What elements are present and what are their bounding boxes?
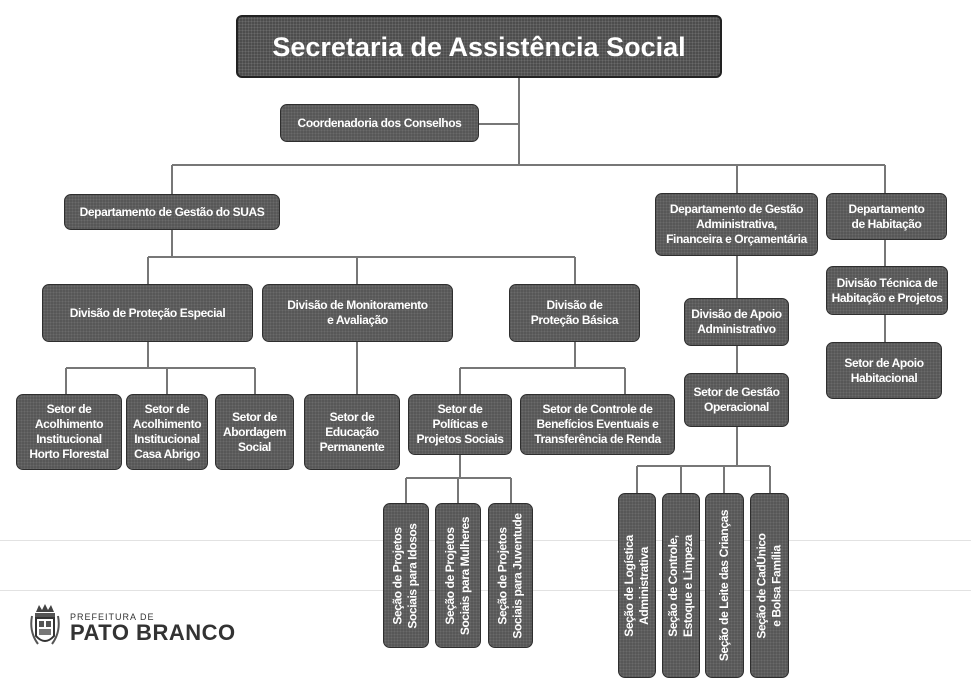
- connector: [405, 455, 512, 503]
- divisao-tecnica-habitacao-box: Divisão Técnica de Habitação e Projetos: [826, 266, 948, 315]
- secao-leite-box: Seção de Leite das Crianças: [705, 493, 744, 678]
- coat-of-arms-icon: [30, 604, 60, 645]
- secao-controle-box: Seção de Controle, Estoque e Limpeza: [662, 493, 700, 678]
- secao-label: Seção de Leite das Crianças: [717, 509, 731, 662]
- secao-cadunico-box: Seção de CadÚnico e Bolsa Família: [750, 493, 789, 678]
- setor-politicas-box: Setor de Políticas e Projetos Sociais: [408, 394, 512, 455]
- scan-artifact: [0, 590, 971, 591]
- departamento-suas-box: Departamento de Gestão do SUAS: [64, 194, 280, 230]
- setor-acolhimento-horto-box: Setor de Acolhimento Institucional Horto…: [16, 394, 122, 470]
- secretaria-box: Secretaria de Assistência Social: [236, 15, 722, 78]
- coordenadoria-box: Coordenadoria dos Conselhos: [280, 104, 479, 142]
- prefeitura-logo: PREFEITURA DE PATO BRANCO: [28, 602, 236, 654]
- logo-line2: PATO BRANCO: [70, 620, 236, 645]
- secao-label: Seção de Logística Administrativa: [622, 534, 652, 637]
- setor-beneficios-box: Setor de Controle de Benefícios Eventuai…: [520, 394, 675, 455]
- connector: [636, 256, 771, 493]
- setor-apoio-habitacional-box: Setor de Apoio Habitacional: [826, 342, 942, 399]
- secao-juventude-box: Seção de Projetos Sociais para Juventude: [488, 503, 533, 648]
- setor-acolhimento-casa-box: Setor de Acolhimento Institucional Casa …: [126, 394, 208, 470]
- connector: [459, 342, 626, 394]
- secao-label: Seção de Controle, Estoque e Limpeza: [666, 534, 695, 637]
- divisao-apoio-administrativo-box: Divisão de Apoio Administrativo: [684, 298, 789, 346]
- secao-label: Seção de CadÚnico e Bolsa Família: [754, 532, 784, 639]
- secao-label: Seção de Projetos Sociais para Juventude: [495, 512, 525, 639]
- logo-line1: PREFEITURA DE: [70, 612, 155, 622]
- scan-artifact: [0, 540, 971, 541]
- setor-abordagem-box: Setor de Abordagem Social: [215, 394, 294, 470]
- divisao-protecao-basica-box: Divisão de Proteção Básica: [509, 284, 640, 342]
- secao-mulheres-box: Seção de Projetos Sociais para Mulheres: [435, 503, 481, 648]
- divisao-monitoramento-box: Divisão de Monitoramento e Avaliação: [262, 284, 453, 342]
- divisao-protecao-especial-box: Divisão de Proteção Especial: [42, 284, 253, 342]
- secao-idosos-box: Seção de Projetos Sociais para Idosos: [383, 503, 429, 648]
- connector: [65, 342, 358, 394]
- connector: [171, 78, 886, 194]
- secao-logistica-box: Seção de Logística Administrativa: [618, 493, 656, 678]
- setor-gestao-operacional-box: Setor de Gestão Operacional: [684, 373, 789, 427]
- secao-label: Seção de Projetos Sociais para Mulheres: [443, 516, 473, 635]
- connector: [147, 230, 576, 284]
- secao-label: Seção de Projetos Sociais para Idosos: [391, 522, 420, 629]
- departamento-habitacao-box: Departamento de Habitação: [826, 193, 947, 240]
- setor-educacao-box: Setor de Educação Permanente: [304, 394, 400, 470]
- departamento-gafo-box: Departamento de Gestão Administrativa, F…: [655, 193, 818, 256]
